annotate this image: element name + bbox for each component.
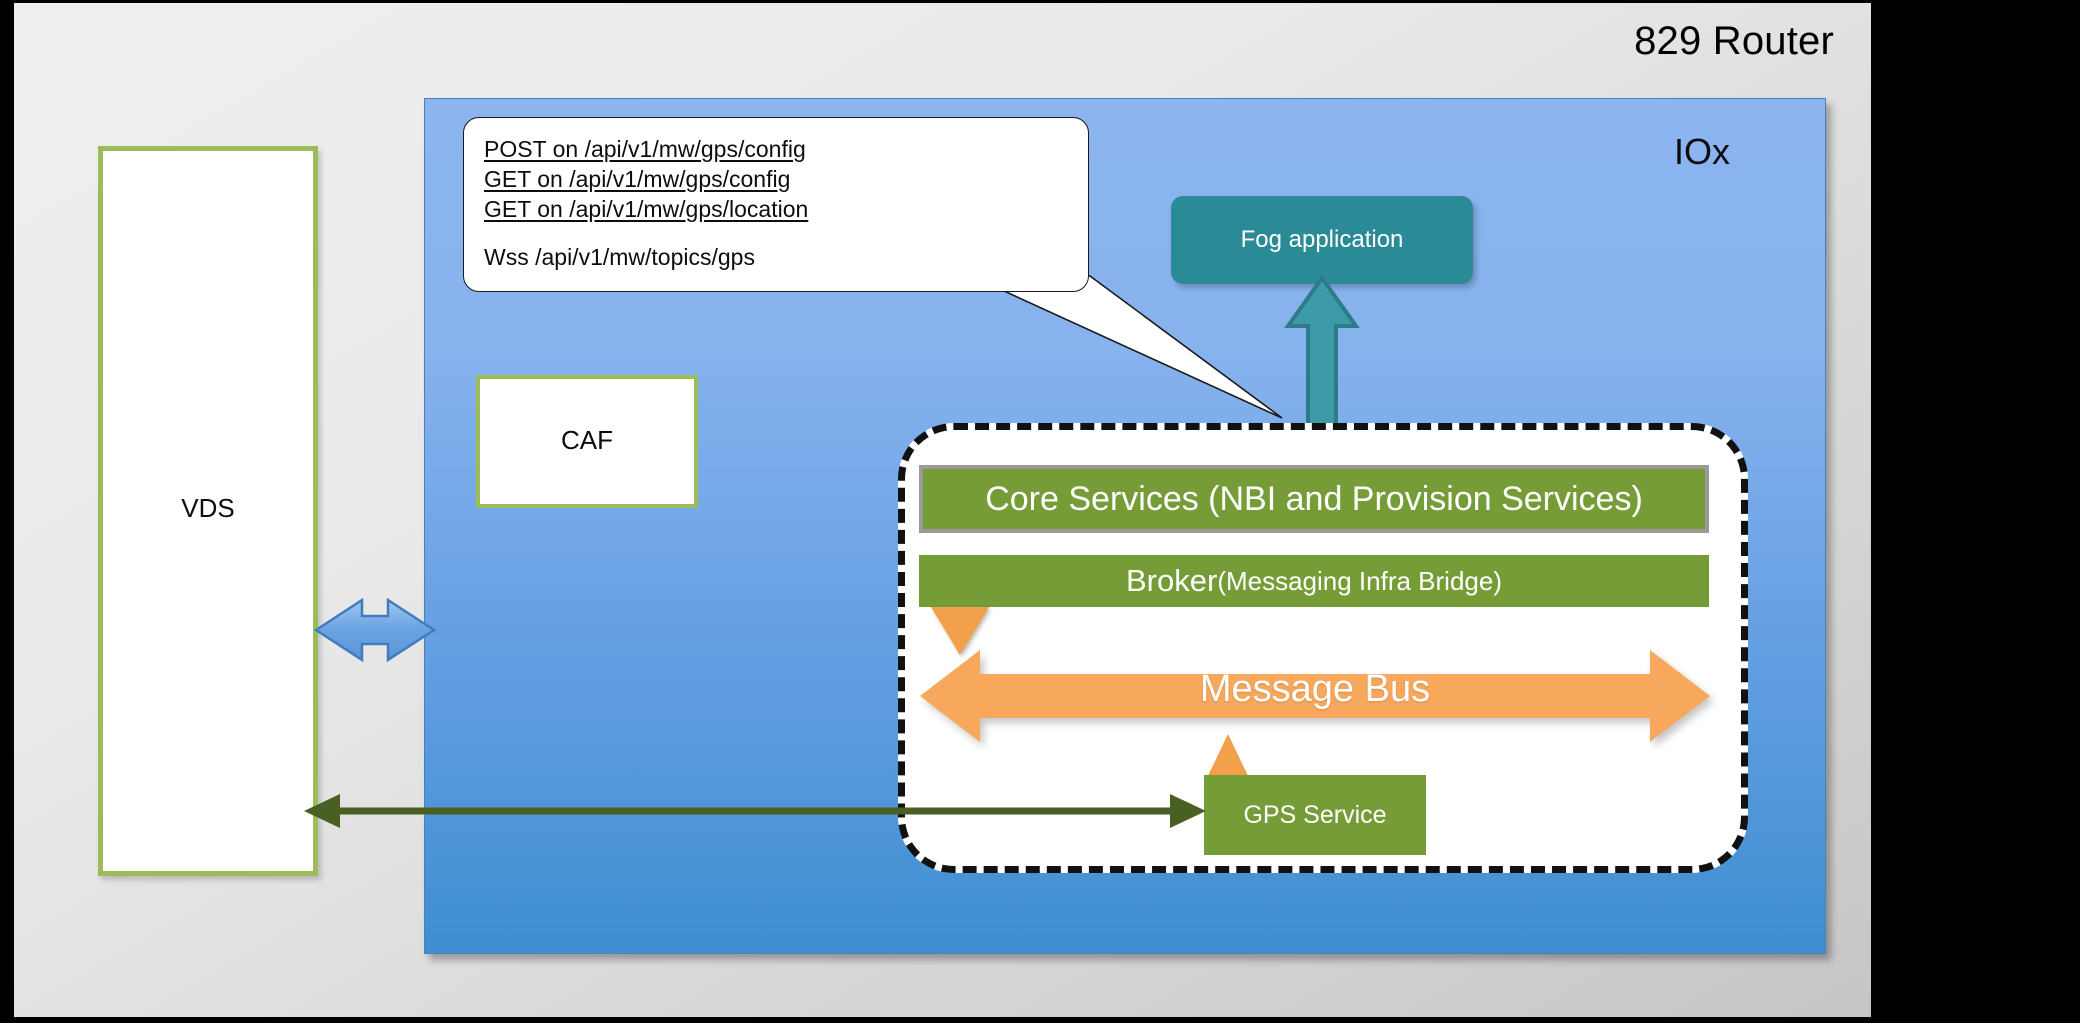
gps-service-box[interactable]: GPS Service — [1204, 775, 1426, 855]
broker-label-primary: Broker — [1126, 563, 1218, 598]
vds-label: VDS — [181, 493, 235, 523]
callout-spacer — [484, 224, 1088, 242]
fog-application-label: Fog application — [1240, 226, 1404, 253]
broker-box[interactable]: Broker (Messaging Infra Bridge) — [919, 555, 1709, 607]
caf-label: CAF — [561, 425, 613, 455]
broker-to-bus-triangle-icon — [931, 607, 989, 655]
caf-box[interactable] — [476, 375, 698, 508]
iox-label: IOx — [1674, 131, 1731, 172]
broker-label-secondary: (Messaging Infra Bridge) — [1217, 565, 1502, 596]
fog-application-box[interactable]: Fog application — [1171, 196, 1473, 284]
vds-box[interactable] — [98, 146, 318, 876]
message-bus-label: Message Bus — [1199, 668, 1431, 710]
callout-line-1: POST on /api/v1/mw/gps/config — [484, 136, 806, 162]
message-bus-arrow[interactable] — [920, 648, 1710, 744]
gps-to-bus-triangle-icon — [1206, 734, 1250, 780]
core-services-box[interactable]: Core Services (NBI and Provision Service… — [919, 465, 1709, 533]
slide-canvas: 829 Router VDS IOx CAF POST on /api/v1/m… — [14, 3, 1871, 1017]
callout-line-2: GET on /api/v1/mw/gps/config — [484, 166, 791, 192]
callout-line-3: GET on /api/v1/mw/gps/location — [484, 196, 809, 222]
callout-line-4: Wss /api/v1/mw/topics/gps — [484, 244, 755, 270]
page-title: 829 Router — [1634, 19, 1834, 63]
core-services-label: Core Services (NBI and Provision Service… — [985, 479, 1643, 518]
api-callout: POST on /api/v1/mw/gps/config GET on /ap… — [463, 117, 1089, 292]
gps-service-label: GPS Service — [1243, 800, 1387, 829]
